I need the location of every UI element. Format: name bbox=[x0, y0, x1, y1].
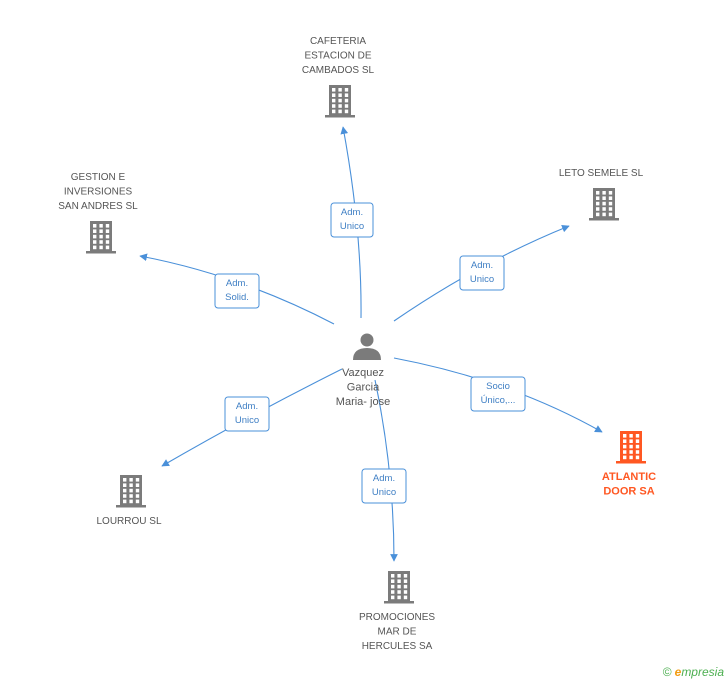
edge-label-gestion-line-1: Solid. bbox=[225, 292, 249, 303]
edge-label-box-cafeteria[interactable] bbox=[330, 202, 374, 238]
cafeteria-label-line-0: CAFETERIA bbox=[310, 36, 366, 47]
copyright-symbol: © bbox=[662, 665, 672, 679]
edge-atlantic: SocioÚnico,... bbox=[393, 357, 603, 433]
building-icon[interactable] bbox=[384, 571, 414, 604]
person-label-line-0: Vazquez bbox=[342, 367, 384, 379]
edge-label-atlantic-line-0: Socio bbox=[486, 381, 510, 392]
building-icon[interactable] bbox=[86, 221, 116, 254]
person-label-line-2: Maria- jose bbox=[336, 396, 390, 408]
gestion-label-line-0: GESTION E bbox=[71, 172, 126, 183]
edges-layer: Adm.UnicoAdm.Solid.Adm.UnicoSocioÚnico,.… bbox=[139, 126, 603, 562]
node-leto: LETO SEMELE SL bbox=[559, 168, 644, 221]
node-promociones: PROMOCIONES MAR DE HERCULES SA bbox=[359, 571, 435, 652]
empresia-watermark: ©empresia bbox=[663, 665, 724, 679]
cafeteria-label-line-1: ESTACION DE bbox=[304, 51, 371, 62]
node-atlantic: ATLANTIC DOOR SA bbox=[602, 431, 656, 498]
edge-label-promociones-line-0: Adm. bbox=[373, 473, 395, 484]
atlantic-label-line-0: ATLANTIC bbox=[602, 471, 656, 483]
edge-label-box-atlantic[interactable] bbox=[470, 376, 526, 412]
edge-lourrou: Adm. Unico bbox=[161, 368, 343, 467]
person-label-line-1: Garcia bbox=[347, 382, 380, 394]
atlantic-label-line-1: DOOR SA bbox=[603, 486, 654, 498]
edge-label-atlantic-line-1: Único,... bbox=[481, 395, 516, 406]
gestion-label-line-2: SAN ANDRES SL bbox=[58, 201, 138, 212]
building-icon[interactable] bbox=[616, 431, 646, 464]
promociones-label-line-0: PROMOCIONES bbox=[359, 612, 435, 623]
edge-label-box-leto[interactable] bbox=[459, 255, 505, 291]
node-cafeteria: CAFETERIA ESTACION DE CAMBADOS SL bbox=[302, 36, 375, 118]
edge-leto: Adm. Unico bbox=[393, 225, 570, 322]
edge-label-promociones-line-1: Unico bbox=[372, 487, 396, 498]
promociones-label-line-2: HERCULES SA bbox=[362, 641, 433, 652]
edge-label-box-gestion[interactable] bbox=[214, 273, 260, 309]
brand-name: mpresia bbox=[681, 665, 724, 679]
edge-label-box-lourrou[interactable] bbox=[224, 396, 270, 432]
edge-label-lourrou-line-0: Adm. bbox=[236, 401, 258, 412]
edge-label-leto-line-0: Adm. bbox=[471, 260, 493, 271]
edge-label-box-promociones[interactable] bbox=[361, 468, 407, 504]
leto-label-line-0: LETO SEMELE SL bbox=[559, 168, 644, 179]
edge-label-lourrou-line-1: Unico bbox=[235, 415, 259, 426]
gestion-label-line-1: INVERSIONES bbox=[64, 187, 133, 198]
lourrou-label-line-0: LOURROU SL bbox=[96, 516, 161, 527]
edge-gestion: Adm. Solid. bbox=[139, 253, 335, 325]
edge-label-gestion-line-0: Adm. bbox=[226, 278, 248, 289]
edge-promociones: Adm. Unico bbox=[361, 379, 407, 562]
cafeteria-label-line-2: CAMBADOS SL bbox=[302, 65, 375, 76]
edge-label-leto-line-1: Unico bbox=[470, 274, 494, 285]
edge-cafeteria: Adm. Unico bbox=[330, 126, 374, 319]
edge-label-cafeteria-line-0: Adm. bbox=[341, 207, 363, 218]
edge-label-cafeteria-line-1: Unico bbox=[340, 221, 364, 232]
person-icon[interactable] bbox=[353, 333, 381, 361]
node-gestion: GESTION E INVERSIONES SAN ANDRES SL bbox=[58, 172, 138, 254]
brand-initial: e bbox=[674, 665, 682, 679]
promociones-label-line-1: MAR DE bbox=[378, 627, 417, 638]
building-icon[interactable] bbox=[116, 475, 146, 508]
building-icon[interactable] bbox=[325, 85, 355, 118]
building-icon[interactable] bbox=[589, 188, 619, 221]
node-lourrou: LOURROU SL bbox=[96, 475, 162, 527]
